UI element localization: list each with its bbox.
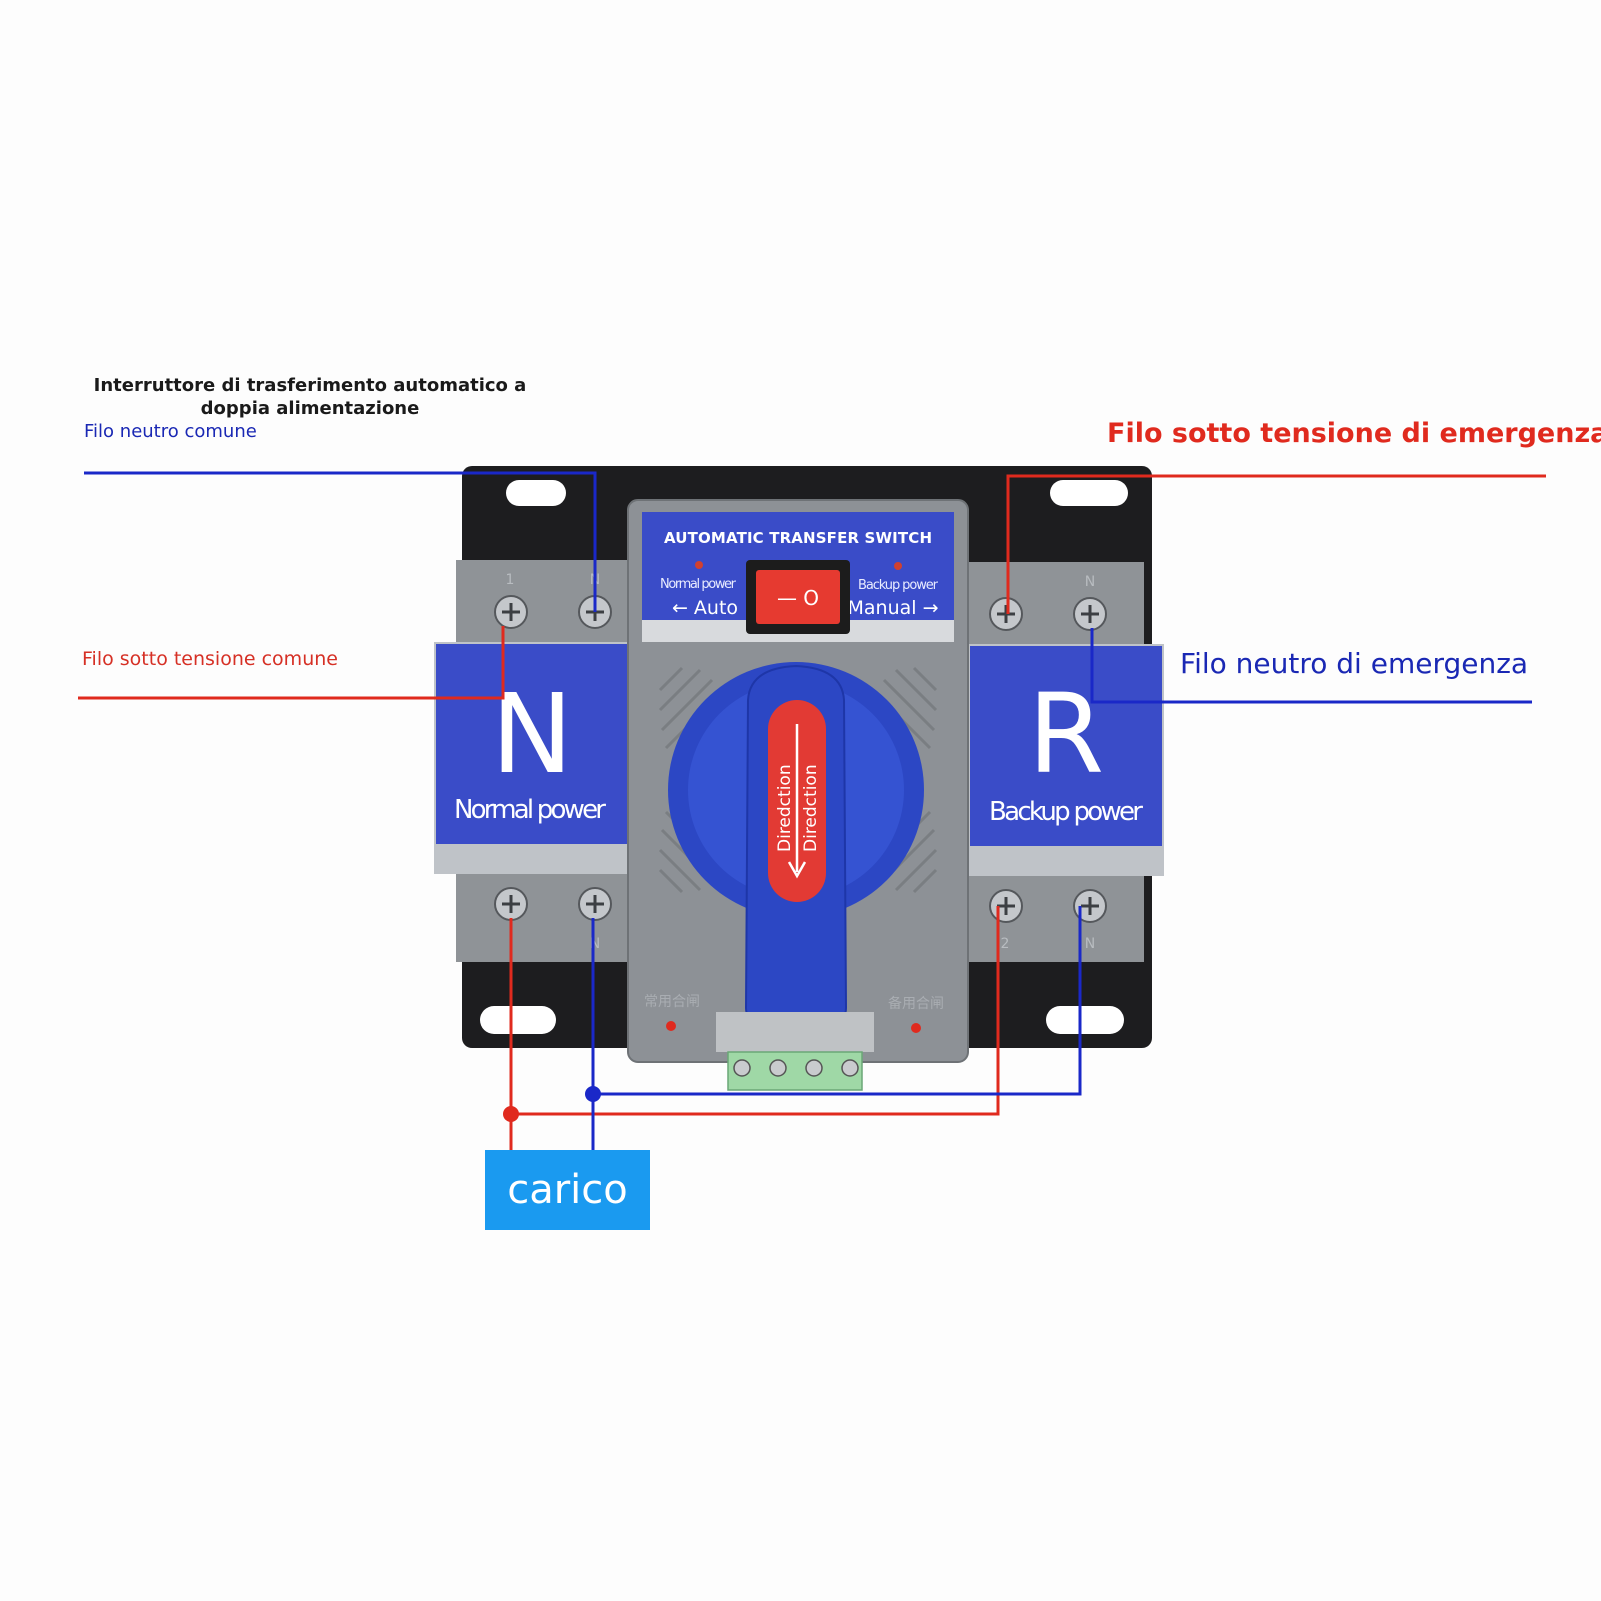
- auto-label: ← Auto: [672, 597, 738, 619]
- terminal-label-bottom-left-n: N: [590, 936, 600, 952]
- wire-neutral-emergency: [1090, 628, 1532, 704]
- terminal-label-top-right-n: N: [1085, 574, 1095, 590]
- wires: [78, 471, 1546, 1152]
- junction-live: [503, 1106, 519, 1122]
- rotary-handle[interactable]: Diredction Diredction: [668, 662, 924, 1021]
- terminal-label-bottom-right-n: N: [1085, 936, 1095, 952]
- diagram-title: Interruttore di trasferimento automatico…: [93, 375, 527, 419]
- wire-live-bottom: [509, 906, 1000, 1116]
- rocker-switch[interactable]: — O: [746, 560, 850, 634]
- wire-live-emergency: [1006, 474, 1546, 614]
- panel-caption-normal: Normal power: [454, 795, 606, 825]
- foot-label-left: 常用合闸: [644, 994, 700, 1010]
- wire-neutral-bottom: [591, 906, 1082, 1096]
- terminal-screws: [494, 595, 1107, 923]
- label-live-common: Filo sotto tensione comune: [82, 648, 338, 670]
- label-live-emergency: Filo sotto tensione di emergenza: [1107, 418, 1601, 449]
- control-terminal: [716, 1012, 874, 1091]
- label-neutral-emergency: Filo neutro di emergenza: [1180, 647, 1529, 680]
- normal-power-panel: N Normal power: [434, 642, 630, 874]
- panel-caption-backup: Backup power: [989, 797, 1143, 827]
- manual-label: Manual →: [847, 597, 938, 619]
- label-neutral-common: Filo neutro comune: [84, 421, 257, 442]
- handle-text-1: Diredction: [775, 764, 795, 852]
- vent-grille: [658, 666, 938, 894]
- status-leds: 常用合闸 备用合闸: [644, 994, 944, 1033]
- normal-power-small-label: Normal power: [660, 577, 737, 592]
- backup-power-small-label: Backup power: [858, 578, 939, 593]
- handle-text-2: Diredction: [801, 764, 821, 852]
- load-box: carico: [485, 1150, 650, 1230]
- wire-neutral-common: [84, 471, 597, 612]
- foot-label-right: 备用合闸: [888, 995, 944, 1012]
- panel-letter-n: N: [491, 670, 573, 798]
- junction-neutral: [585, 1086, 601, 1102]
- device-header: AUTOMATIC TRANSFER SWITCH: [664, 529, 932, 547]
- terminal-label-bottom-right-2: 2: [1001, 936, 1010, 952]
- backup-power-panel: R Backup power: [968, 644, 1164, 876]
- wire-live-common: [78, 626, 505, 700]
- terminal-label-top-left-1: 1: [506, 572, 515, 588]
- rocker-symbol: — O: [777, 586, 819, 610]
